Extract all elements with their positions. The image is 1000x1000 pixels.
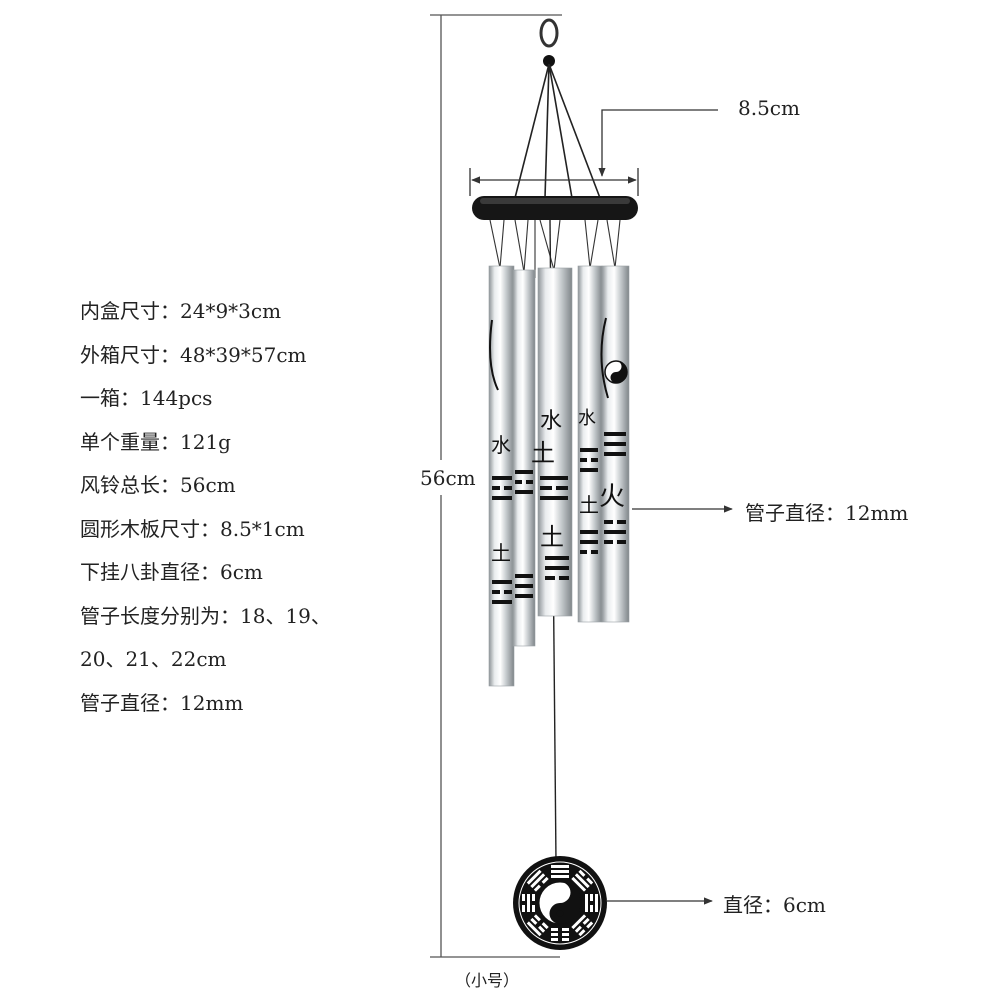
bagua-trigrams <box>522 865 598 941</box>
spec-unit-weight: 单个重量：121g <box>80 429 231 454</box>
spec-tube-lengths-cont: 20、21、22cm <box>80 647 227 671</box>
tube-yin-yang-icon <box>604 360 628 384</box>
board-width-label: 8.5cm <box>738 96 800 120</box>
spec-list: 内盒尺寸：24*9*3cm 外箱尺寸：48*39*57cm 一箱：144pcs … <box>80 290 331 725</box>
tube-diameter-label: 管子直径：12mm <box>745 501 909 525</box>
tube-2 <box>512 269 536 647</box>
trigram-marks <box>492 432 626 604</box>
disc-diameter-label: 直径：6cm <box>723 893 826 917</box>
total-length-label: 56cm <box>420 466 476 490</box>
tube-4 <box>577 265 603 623</box>
tube-glyph-earth: 土 <box>579 493 599 517</box>
spec-per-carton: 一箱：144pcs <box>80 386 213 410</box>
yin-yang-arc-right <box>600 317 609 399</box>
spec-tube-diameter: 管子直径：12mm <box>80 690 244 715</box>
tube-strings <box>489 219 621 278</box>
board-width-dimension <box>469 109 718 196</box>
spec-inner-box: 内盒尺寸：24*9*3cm <box>80 299 282 323</box>
spec-outer-carton: 外箱尺寸：48*39*57cm <box>80 342 307 367</box>
tube-glyph-water: 水 <box>578 408 596 429</box>
tube-glyph-water: 水 <box>540 409 562 434</box>
tube-glyph-fire: 火 <box>599 482 625 512</box>
spec-board-size: 圆形木板尺寸：8.5*1cm <box>80 516 305 541</box>
spec-total-length: 风铃总长：56cm <box>80 473 236 497</box>
tube-glyph-earth: 土 <box>491 541 511 565</box>
tube-glyph-water: 水 <box>491 433 511 457</box>
size-caption: （小号） <box>455 971 520 990</box>
spec-tube-lengths: 管子长度分别为：18、19、 <box>80 603 331 628</box>
hanger-bead <box>543 55 555 67</box>
length-dimension <box>430 14 562 958</box>
hanging-ring <box>539 18 559 48</box>
tube-glyph-earth: 土 <box>531 439 555 467</box>
bagua-pendant <box>513 856 607 950</box>
yin-yang-icon <box>538 881 582 925</box>
tube-decorations: 水 水 水 土 土 土 土 火 <box>489 317 628 604</box>
tube-glyph-earth: 土 <box>540 523 564 551</box>
wooden-board <box>472 196 638 220</box>
spec-bagua-diameter: 下挂八卦直径：6cm <box>80 560 263 584</box>
hanger <box>514 18 601 199</box>
yin-yang-arc-left <box>489 319 499 391</box>
